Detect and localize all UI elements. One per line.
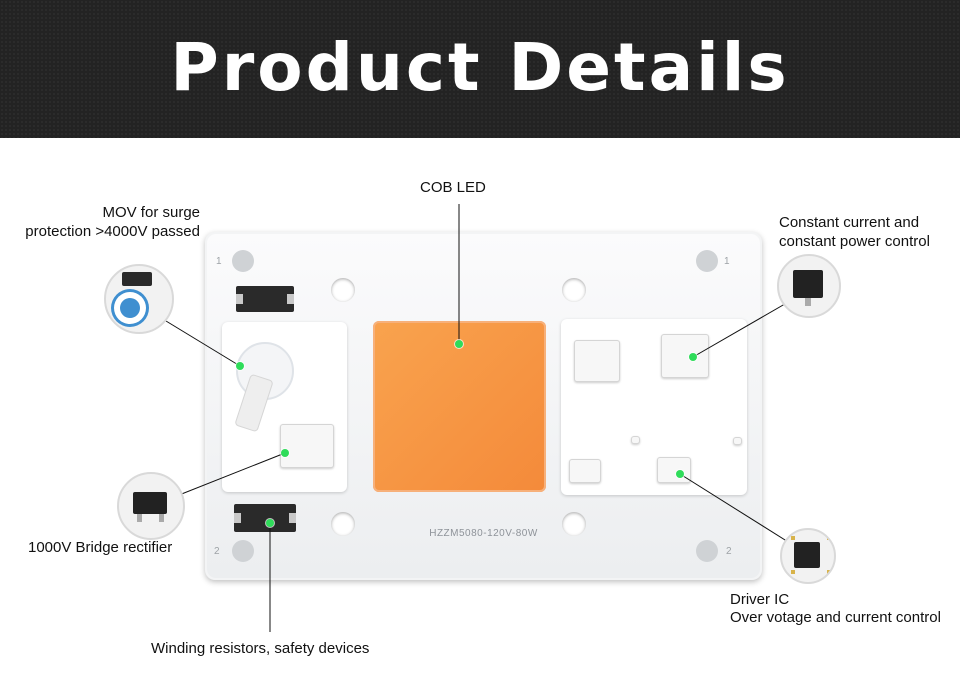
pad-number: 1 — [216, 256, 222, 267]
label-mov-line1: MOV for surge — [102, 204, 200, 221]
label-mov-line2: protection >4000V passed — [25, 223, 200, 240]
zoom-driver-ic — [780, 528, 836, 584]
pointer-dot-mov — [236, 362, 244, 370]
driver-ic-chip — [657, 457, 691, 483]
mounting-hole — [331, 512, 355, 536]
callout-line-constant — [692, 296, 798, 358]
smd-small — [733, 437, 742, 445]
bridge-rectifier-chip — [280, 424, 334, 468]
pointer-dot-bridge — [281, 449, 289, 457]
label-bridge-rectifier: 1000V Bridge rectifier — [28, 539, 173, 556]
left-component-panel — [222, 322, 347, 492]
pointer-dot-constant — [689, 353, 697, 361]
pointer-dot-driver — [676, 470, 684, 478]
smd-component — [574, 340, 620, 382]
pointer-dot-cob — [455, 340, 463, 348]
constant-current-chip — [661, 334, 709, 378]
mounting-hole — [331, 278, 355, 302]
winding-resistor-top — [236, 286, 294, 312]
cob-board: 1 1 2 2 HZZM5080-120V-80W — [205, 232, 762, 580]
label-driver-line1: Driver IC — [730, 591, 790, 608]
smd-component — [569, 459, 601, 483]
pad-number: 2 — [726, 546, 732, 557]
cob-led-array — [373, 321, 546, 492]
corner-pad — [232, 250, 254, 272]
winding-resistor-bottom — [234, 504, 296, 532]
corner-pad — [696, 250, 718, 272]
label-cob-led: COB LED — [420, 179, 486, 196]
header-banner: Product Details — [0, 0, 960, 138]
right-component-panel — [561, 319, 747, 495]
callout-line-driver — [679, 473, 794, 546]
mounting-hole — [562, 512, 586, 536]
pad-number: 1 — [724, 256, 730, 267]
corner-pad — [696, 540, 718, 562]
mounting-hole — [562, 278, 586, 302]
callout-line-mov — [165, 320, 241, 367]
label-constant-line2: constant power control — [779, 233, 930, 250]
label-driver-line2: Over votage and current control — [730, 609, 941, 626]
zoom-mov — [104, 264, 174, 334]
callout-line-bridge — [173, 452, 286, 498]
smd-small — [631, 436, 640, 444]
pointer-dot-winding — [266, 519, 274, 527]
pad-number: 2 — [214, 546, 220, 557]
zoom-constant-current — [777, 254, 841, 318]
label-constant-line1: Constant current and — [779, 214, 920, 231]
corner-pad — [232, 540, 254, 562]
label-winding-resistors: Winding resistors, safety devices — [151, 640, 370, 657]
page-title: Product Details — [170, 29, 790, 106]
board-marking: HZZM5080-120V-80W — [429, 528, 538, 539]
zoom-bridge-rectifier — [117, 472, 185, 540]
